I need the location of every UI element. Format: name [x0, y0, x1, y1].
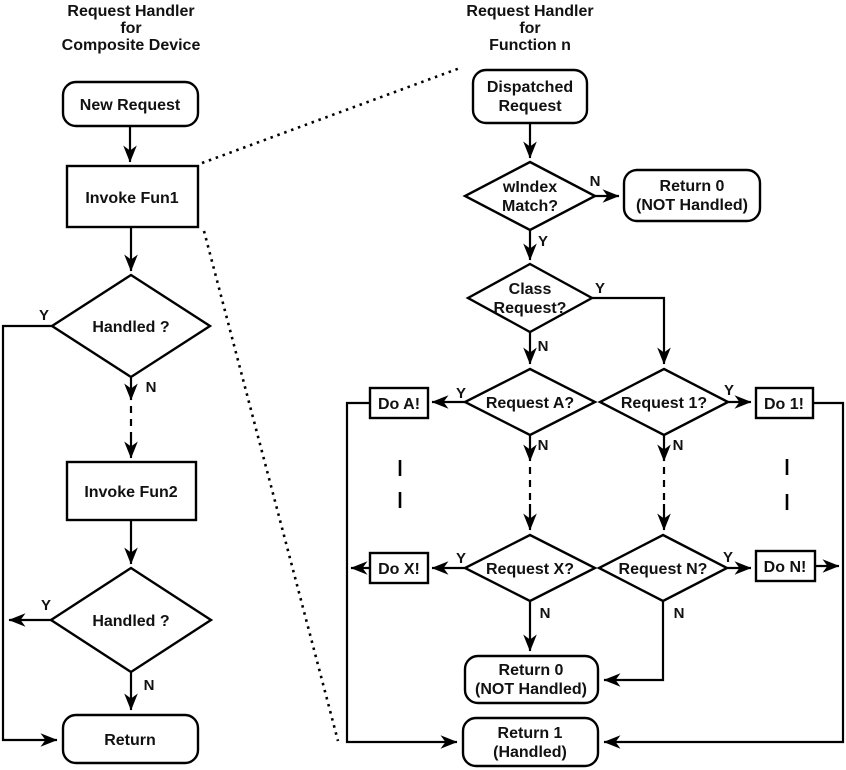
do-n-node — [754, 549, 817, 583]
connector-do1-return1 — [603, 401, 845, 749]
return-node — [61, 713, 200, 765]
do-1-node — [754, 386, 815, 420]
class-no-label: N — [538, 338, 549, 355]
left-title-line3: Composite Device — [62, 37, 201, 54]
invoke-fun2-label: Invoke Fun2 — [84, 484, 177, 501]
handled1-no-label: N — [146, 379, 157, 396]
handled2-no-label: N — [144, 677, 155, 694]
return1-label-line2: (Handled) — [493, 744, 567, 761]
windex-match-label-line2: Match? — [502, 198, 558, 215]
right-title-line3: Function n — [489, 37, 571, 54]
windex-no-label: N — [590, 173, 601, 190]
invoke-fun1-label: Invoke Fun1 — [85, 190, 178, 207]
return0-top-label-line1: Return 0 — [660, 178, 725, 195]
connector-requestn-no-return0 — [603, 601, 665, 687]
handled1-label: Handled ? — [92, 319, 169, 336]
windex-match-label-line1: wIndex — [502, 179, 557, 196]
do-x-label: Do X! — [378, 561, 420, 578]
request-x-label: Request X? — [486, 561, 574, 578]
return1-node — [461, 716, 600, 768]
request-n-label: Request N? — [619, 561, 708, 578]
right-title-line2: for — [519, 20, 540, 37]
request-n-no-label: N — [674, 605, 685, 622]
dispatched-request-node — [471, 68, 589, 125]
do-x-node — [368, 551, 430, 585]
return0-bottom-label-line2: (NOT Handled) — [475, 681, 587, 698]
left-title-line1: Request Handler — [67, 3, 194, 20]
windex-yes-label: Y — [538, 233, 548, 250]
class-request-label-line1: Class — [509, 281, 552, 298]
windex-match-decision — [462, 160, 598, 232]
return0-bottom-node — [463, 654, 600, 705]
class-yes-label: Y — [595, 280, 605, 297]
handled1-yes-label: Y — [39, 307, 49, 324]
request-1-label: Request 1? — [621, 395, 707, 412]
handled2-label: Handled ? — [92, 613, 169, 630]
invoke-fun2-node — [65, 460, 198, 522]
do-a-label: Do A! — [378, 396, 420, 413]
request-a-no-label: N — [538, 437, 549, 454]
left-title-line2: for — [120, 20, 141, 37]
return-label: Return — [104, 732, 156, 749]
request-n-yes-label: Y — [723, 549, 733, 566]
return0-bottom-label-line1: Return 0 — [499, 662, 564, 679]
return0-top-node — [622, 168, 762, 223]
do-1-label: Do 1! — [764, 396, 804, 413]
dispatched-request-label-line2: Request — [498, 98, 562, 115]
composite-device-flowchart: Request Handler for Composite Device New… — [1, 3, 214, 765]
class-request-decision — [465, 262, 595, 334]
function-n-flowchart: Request Handler for Function n Dispatche… — [345, 3, 845, 768]
request-a-yes-label: Y — [456, 385, 466, 402]
connector-class-yes-request1 — [592, 296, 671, 365]
request-x-no-label: N — [540, 605, 551, 622]
invoke-fun1-node — [65, 164, 200, 229]
do-n-label: Do N! — [764, 559, 807, 576]
zoom-dotted-line-top — [201, 66, 461, 165]
dispatched-request-label-line1: Dispatched — [487, 79, 573, 96]
request-1-no-label: N — [673, 437, 684, 454]
request-a-label: Request A? — [486, 395, 574, 412]
handled2-yes-label: Y — [41, 597, 51, 614]
new-request-label: New Request — [80, 97, 181, 114]
return1-label-line1: Return 1 — [498, 725, 563, 742]
connector-doa-return1 — [345, 401, 458, 749]
request-x-yes-label: Y — [456, 550, 466, 567]
connector-handled1-yes-return — [1, 324, 58, 747]
right-title-line1: Request Handler — [466, 3, 593, 20]
zoom-dotted-line-bottom — [202, 230, 340, 742]
return0-top-label-line2: (NOT Handled) — [636, 197, 748, 214]
class-request-label-line2: Request? — [494, 300, 567, 317]
do-a-node — [368, 386, 430, 420]
request-1-yes-label: Y — [724, 382, 734, 399]
